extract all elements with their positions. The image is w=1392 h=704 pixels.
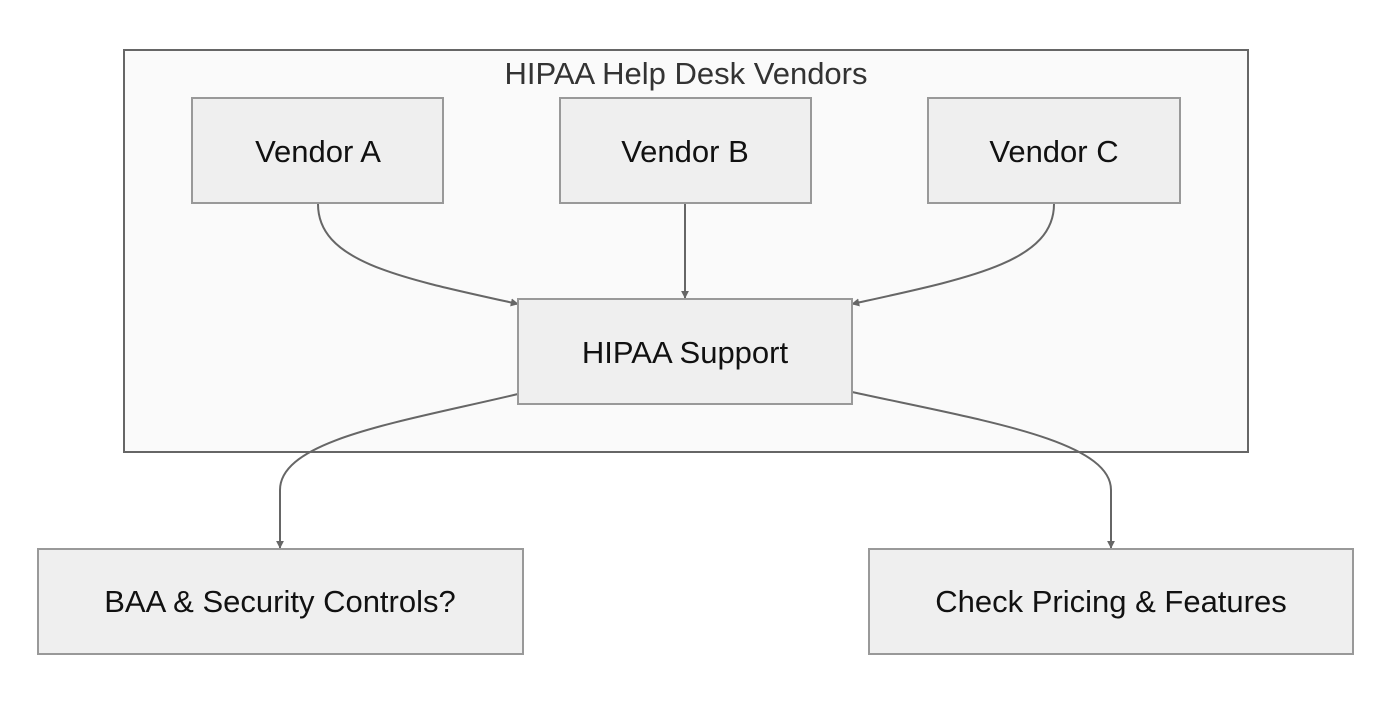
cluster-label: HIPAA Help Desk Vendors bbox=[505, 56, 868, 91]
node-check-pricing-features[interactable]: Check Pricing & Features bbox=[868, 548, 1354, 655]
node-box bbox=[559, 97, 812, 204]
node-vendor-c[interactable]: Vendor C bbox=[927, 97, 1181, 204]
node-label: Vendor A bbox=[255, 134, 381, 169]
node-box bbox=[868, 548, 1354, 655]
node-hipaa-support[interactable]: HIPAA Support bbox=[517, 298, 853, 405]
node-label: Check Pricing & Features bbox=[935, 584, 1286, 619]
node-box bbox=[191, 97, 444, 204]
node-baa-security-controls[interactable]: BAA & Security Controls? bbox=[37, 548, 524, 655]
node-label: HIPAA Support bbox=[582, 335, 789, 370]
node-label: Vendor C bbox=[989, 134, 1118, 169]
node-label: Vendor B bbox=[621, 134, 749, 169]
edge-hipaa-support-to-check-pricing bbox=[851, 391, 1115, 549]
edge-hipaa-support-to-baa-security bbox=[276, 393, 519, 549]
edge-vendor-a-to-hipaa-support bbox=[317, 203, 519, 307]
node-box bbox=[517, 298, 853, 405]
node-label: BAA & Security Controls? bbox=[104, 584, 456, 619]
node-box bbox=[927, 97, 1181, 204]
node-vendor-a[interactable]: Vendor A bbox=[191, 97, 444, 204]
node-box bbox=[37, 548, 524, 655]
node-vendor-b[interactable]: Vendor B bbox=[559, 97, 812, 204]
edge-vendor-c-to-hipaa-support bbox=[851, 203, 1055, 307]
